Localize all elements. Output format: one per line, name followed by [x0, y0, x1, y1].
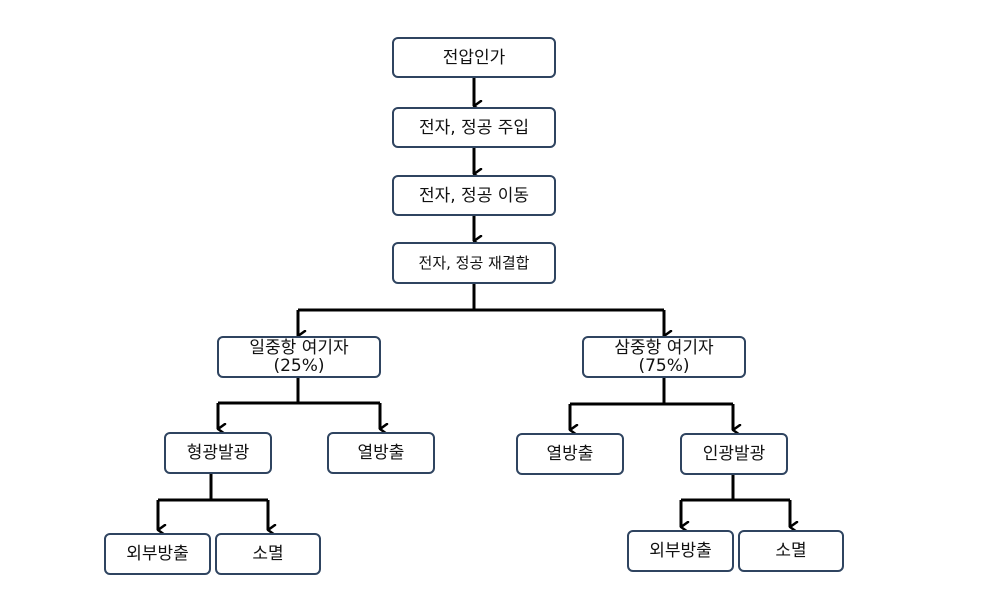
node-voltage-label: 전압인가	[442, 47, 506, 68]
node-quench-left: 소멸	[215, 533, 321, 575]
node-heat-left-label: 열방출	[357, 443, 405, 463]
node-recombination-label: 전자, 정공 재결합	[418, 254, 530, 272]
node-heat-right: 열방출	[516, 433, 624, 475]
node-movement-label: 전자, 정공 이동	[418, 185, 530, 206]
node-external-left: 외부방출	[104, 533, 211, 575]
node-external-right-label: 외부방출	[649, 541, 712, 561]
node-heat-left: 열방출	[327, 432, 435, 474]
node-triplet-label: 삼중항 여기자	[614, 338, 714, 358]
node-triplet-percent: (75%)	[638, 356, 690, 376]
node-injection: 전자, 정공 주입	[392, 107, 556, 148]
node-phosphorescence-label: 인광발광	[702, 444, 766, 464]
node-external-left-label: 외부방출	[126, 544, 189, 564]
node-movement: 전자, 정공 이동	[392, 175, 556, 216]
node-singlet-label: 일중항 여기자	[249, 338, 349, 358]
node-quench-right: 소멸	[738, 530, 844, 572]
node-injection-label: 전자, 정공 주입	[418, 117, 530, 138]
node-singlet-exciton: 일중항 여기자 (25%)	[217, 336, 381, 378]
node-singlet-percent: (25%)	[273, 356, 325, 376]
node-fluorescence-label: 형광발광	[186, 443, 250, 463]
node-heat-right-label: 열방출	[546, 444, 594, 464]
node-recombination: 전자, 정공 재결합	[392, 242, 556, 284]
node-phosphorescence: 인광발광	[680, 433, 788, 475]
node-quench-right-label: 소멸	[775, 541, 807, 561]
node-external-right: 외부방출	[627, 530, 734, 572]
node-triplet-exciton: 삼중항 여기자 (75%)	[582, 336, 746, 378]
node-voltage: 전압인가	[392, 37, 556, 78]
node-quench-left-label: 소멸	[252, 544, 284, 564]
node-fluorescence: 형광발광	[164, 432, 272, 474]
